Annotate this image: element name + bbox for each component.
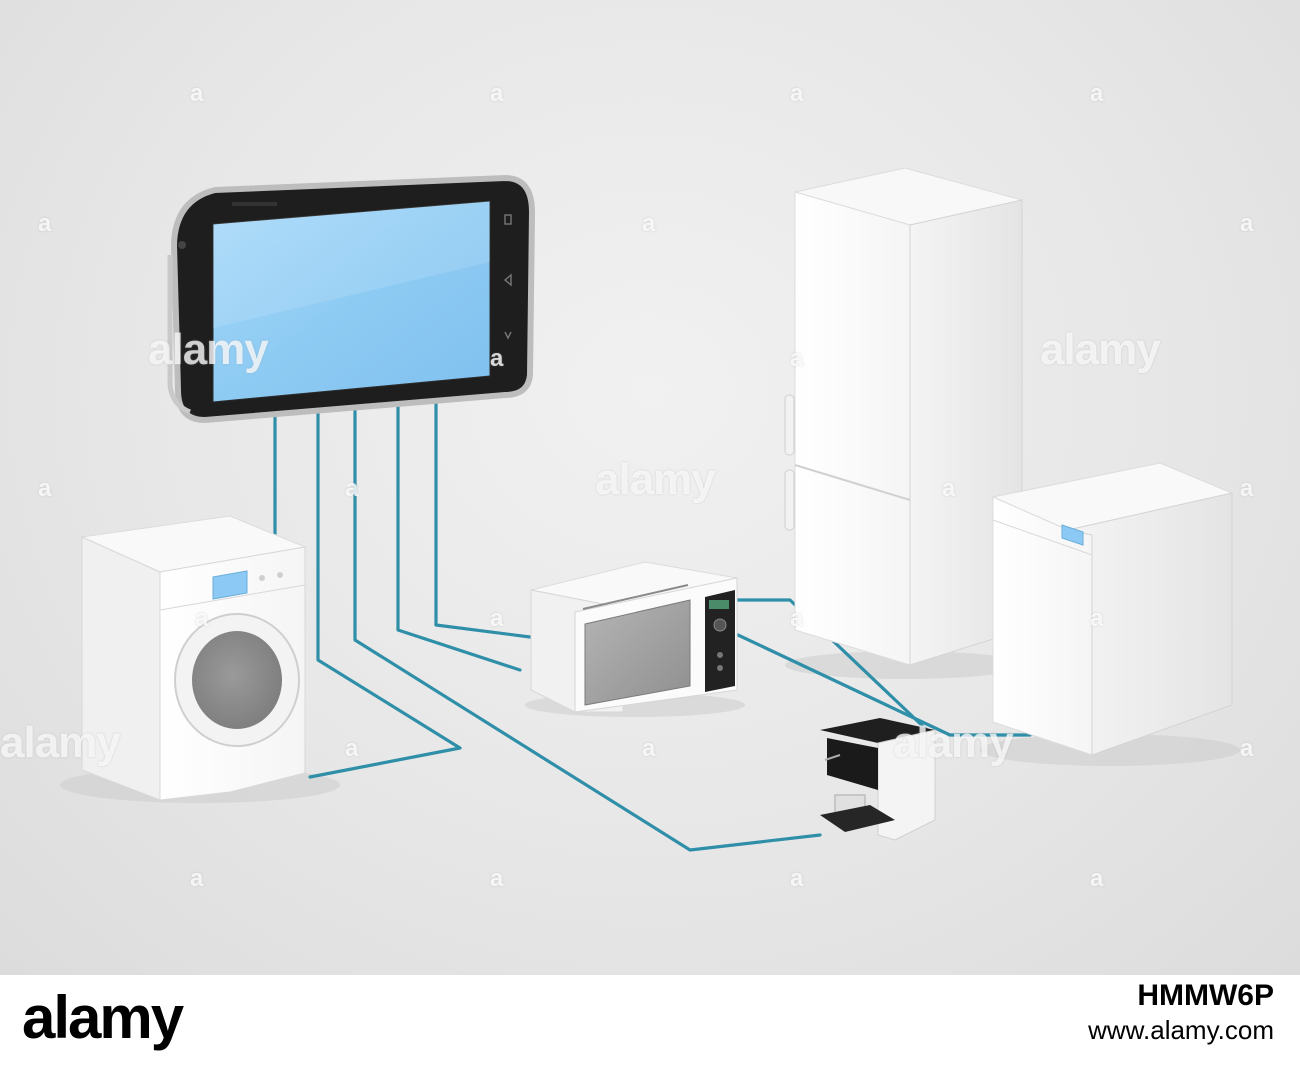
watermark: alamy: [595, 455, 716, 504]
watermark-mark: a: [1240, 735, 1254, 762]
watermark-mark: a: [345, 475, 359, 502]
floor-shadow: [980, 734, 1240, 766]
watermark-mark: a: [190, 80, 204, 107]
watermark-mark: a: [790, 865, 804, 892]
watermark-mark: a: [38, 475, 52, 502]
stock-info: HMMW6P www.alamy.com: [1088, 979, 1274, 1046]
watermark-mark: a: [642, 735, 656, 762]
washing-machine: [80, 515, 307, 801]
scene-canvas: alamy alamy alamy alamy alamy a a a a a …: [0, 0, 1300, 975]
watermark-mark: a: [190, 865, 204, 892]
cable-dishwasher-2: [736, 633, 1032, 737]
watermark-mark: a: [490, 345, 504, 372]
cables: [273, 388, 1032, 852]
watermark-mark: a: [490, 80, 504, 107]
dishwasher: [991, 462, 1234, 756]
smartphone: [167, 174, 536, 424]
watermark-mark: a: [195, 605, 209, 632]
stock-url: www.alamy.com: [1088, 1015, 1274, 1045]
microwave: [530, 561, 738, 713]
cable-microwave-1: [396, 393, 522, 672]
coffee-machine: [820, 718, 936, 841]
watermark-mark: a: [790, 345, 804, 372]
watermark-mark: a: [942, 475, 956, 502]
stock-id: HMMW6P: [1137, 979, 1274, 1012]
cable-washer-return: [308, 398, 462, 779]
footer-bar: alamy HMMW6P www.alamy.com: [0, 975, 1300, 1065]
floor-shadow: [785, 651, 1025, 679]
cable-dishwasher: [736, 598, 932, 735]
watermark-mark: a: [490, 865, 504, 892]
watermark-mark: a: [345, 735, 359, 762]
watermark-mark: a: [1090, 605, 1104, 632]
cable-coffee: [353, 398, 822, 852]
cable-microwave-2: [434, 388, 532, 639]
watermark: alamy: [893, 718, 1014, 767]
watermark-mark: a: [38, 210, 52, 237]
watermark-mark: a: [1090, 865, 1104, 892]
watermark: alamy: [148, 325, 269, 374]
watermark: alamy: [0, 718, 121, 767]
watermark-mark: a: [1090, 80, 1104, 107]
alamy-logo: alamy: [22, 984, 184, 1051]
watermark-mark: a: [490, 605, 504, 632]
watermark-mark: a: [1240, 210, 1254, 237]
watermark-mark: a: [642, 210, 656, 237]
watermark: alamy: [1040, 325, 1161, 374]
appliances-illustration: [60, 167, 1240, 852]
refrigerator: [784, 167, 1023, 666]
watermark-mark: a: [790, 605, 804, 632]
watermark-mark: a: [1240, 475, 1254, 502]
watermark-mark: a: [790, 80, 804, 107]
